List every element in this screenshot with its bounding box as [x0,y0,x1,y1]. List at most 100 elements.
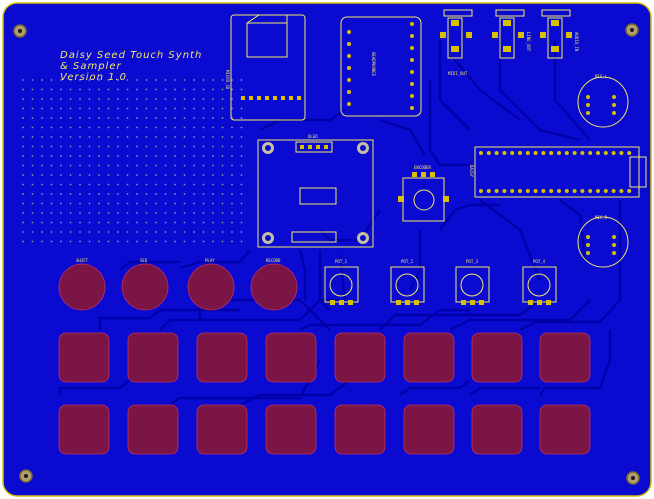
header-pin [494,189,499,193]
touch-pad[interactable] [334,332,386,383]
line-out-jack: LINE_OUT [492,9,531,59]
touch-pad[interactable] [196,404,248,455]
header-pin [588,189,593,193]
pot-4[interactable]: POT_4 [522,259,557,305]
touch-pad[interactable] [127,332,179,383]
button-seq[interactable]: SEQ [121,258,169,311]
touch-pad[interactable] [265,404,317,455]
header-pin [525,189,530,193]
header-pin [502,151,507,155]
daisy-seed-module: DAISY [469,146,647,198]
pot-2-label: POT_2 [401,259,414,264]
button-play-label: PLAY [205,258,215,263]
header-pin [572,189,577,193]
touch-pad[interactable] [58,404,110,455]
header-pin [549,151,554,155]
touch-pad[interactable] [127,404,179,455]
header-pin [541,189,546,193]
title-line-3: Version 1.0 [60,72,127,83]
header-pin [611,189,616,193]
title-line-1: Daisy Seed Touch Synth [60,50,202,61]
header-pin [510,189,515,193]
header-pin [611,151,616,155]
header-pin [518,151,522,155]
midi-out-jack: MIDI_OUT [440,9,473,76]
button-shift[interactable]: SHIFT [58,258,106,311]
header-pin [619,189,624,193]
pot-1[interactable]: POT_1 [324,259,359,305]
header-pin [479,151,483,155]
header-pin [549,189,554,193]
oled-module: OLED [257,134,374,248]
header-pin [494,151,499,155]
header-pin [533,189,538,193]
header-pin [564,189,569,193]
header-pin [479,189,483,193]
header-pin [510,151,515,155]
via-grid [16,74,246,250]
header-pin [588,151,593,155]
pot-4-label: POT_4 [533,259,546,264]
button-record[interactable]: RECORD [250,258,298,311]
board-title: Daisy Seed Touch Synth & Sampler Version… [60,50,202,83]
touch-pad[interactable] [58,332,110,383]
audio-in-jack: AUDIO_IN [540,9,579,59]
touch-pad[interactable] [539,332,591,383]
touch-pad[interactable] [539,404,591,455]
mounting-holes [13,23,640,485]
header-pin [596,151,600,155]
mic-r-label: MIC_R [595,215,608,220]
button-record-label: RECORD [266,258,281,263]
header-pin [486,151,491,155]
touch-pad[interactable] [265,332,317,383]
micro-sd-module: MICRO_SD [225,14,306,121]
header-pin [603,151,608,155]
touch-pad[interactable] [334,404,386,455]
headphones-label: HEADPHONES [371,52,376,77]
header-pin [541,151,546,155]
midi-out-label: MIDI_OUT [448,71,468,76]
header-pin [486,189,491,193]
daisy-label: DAISY [469,165,474,178]
header-pin [619,151,624,155]
pot-3[interactable]: POT_3 [455,259,490,305]
header-pin [564,151,569,155]
mic-r: MIC_R [577,215,629,268]
header-pin [518,189,522,193]
encoder-label: ENCODER [414,165,431,170]
touch-pad[interactable] [471,332,523,383]
micro-sd-label: MICRO_SD [225,70,230,90]
headphones-module: HEADPHONES [340,16,422,117]
button-seq-label: SEQ [140,258,148,263]
header-pin [557,151,561,155]
pot-1-label: POT_1 [335,259,348,264]
encoder[interactable]: ENCODER [398,165,449,222]
touch-pad[interactable] [403,332,455,383]
title-line-2: & Sampler [60,61,122,72]
header-pin [502,189,507,193]
audio-in-label: AUDIO_IN [574,32,579,52]
header-pin [627,189,632,193]
touch-pads [58,332,591,455]
header-pin [580,151,585,155]
touch-pad[interactable] [471,404,523,455]
header-pin [603,189,608,193]
line-out-label: LINE_OUT [526,32,531,52]
pot-2[interactable]: POT_2 [390,259,425,305]
header-pin [627,151,632,155]
header-pin [533,151,538,155]
header-pin [580,189,585,193]
header-pin [557,189,561,193]
touch-pad[interactable] [403,404,455,455]
header-pin [525,151,530,155]
button-shift-label: SHIFT [76,258,89,263]
oled-label: OLED [308,134,318,139]
header-pin [596,189,600,193]
header-pin [572,151,577,155]
mic-l: MIC_L [577,74,629,128]
pot-3-label: POT_3 [466,259,479,264]
touch-pad[interactable] [196,332,248,383]
button-play[interactable]: PLAY [187,258,235,311]
mic-l-label: MIC_L [595,74,608,79]
